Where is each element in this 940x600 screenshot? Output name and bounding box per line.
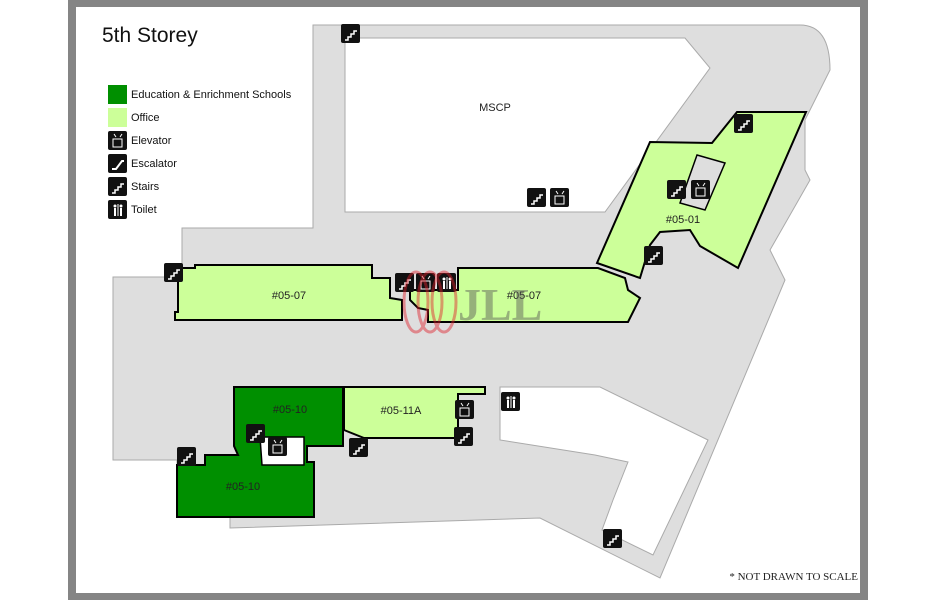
- elevator-icon: [108, 131, 127, 150]
- unit-05-07-left: [174, 264, 403, 321]
- legend-item-education: Education & Enrichment Schools: [108, 83, 291, 106]
- unit-05-07-right: [403, 267, 642, 323]
- legend: Education & Enrichment Schools Office El…: [108, 83, 291, 221]
- svg-text:JLL: JLL: [458, 279, 542, 330]
- label-mscp: MSCP: [479, 102, 511, 114]
- toilet-icon: [108, 200, 127, 219]
- stairs-icon: [603, 529, 622, 548]
- stairs-icon: [395, 273, 414, 292]
- elevator-icon: [416, 273, 435, 292]
- elevator-icon: [550, 188, 569, 207]
- legend-item-office: Office: [108, 106, 291, 129]
- stairs-icon: [341, 24, 360, 43]
- label-05-01: #05-01: [665, 214, 701, 226]
- label-05-07-left: #05-07: [271, 290, 307, 302]
- stairs-icon: [644, 246, 663, 265]
- stairs-icon: [734, 114, 753, 133]
- elevator-icon: [455, 400, 474, 419]
- stairs-icon: [527, 188, 546, 207]
- office-swatch: [108, 108, 127, 127]
- label-05-10-top: #05-10: [272, 404, 308, 416]
- label-05-07-right: #05-07: [506, 290, 542, 302]
- jll-watermark: JLL: [398, 270, 548, 340]
- mscp-area: [344, 37, 711, 213]
- label-05-11a: #05-11A: [380, 405, 422, 417]
- stairs-icon: [177, 447, 196, 466]
- legend-item-escalator: Escalator: [108, 152, 291, 175]
- legend-item-toilet: Toilet: [108, 198, 291, 221]
- elevator-icon: [268, 437, 287, 456]
- stairs-icon: [667, 180, 686, 199]
- unit-05-10: [176, 386, 344, 518]
- scale-note: * NOT DRAWN TO SCALE: [729, 571, 858, 583]
- legend-item-elevator: Elevator: [108, 129, 291, 152]
- escalator-icon: [108, 154, 127, 173]
- label-05-10-bottom: #05-10: [225, 481, 261, 493]
- stairs-icon: [164, 263, 183, 282]
- elevator-icon: [691, 180, 710, 199]
- stairs-icon: [349, 438, 368, 457]
- education-swatch: [108, 85, 127, 104]
- legend-item-stairs: Stairs: [108, 175, 291, 198]
- floor-title: 5th Storey: [102, 24, 198, 47]
- stairs-icon: [246, 424, 265, 443]
- toilet-icon: [501, 392, 520, 411]
- toilet-icon: [437, 273, 456, 292]
- stairs-icon: [454, 427, 473, 446]
- stairs-icon: [108, 177, 127, 196]
